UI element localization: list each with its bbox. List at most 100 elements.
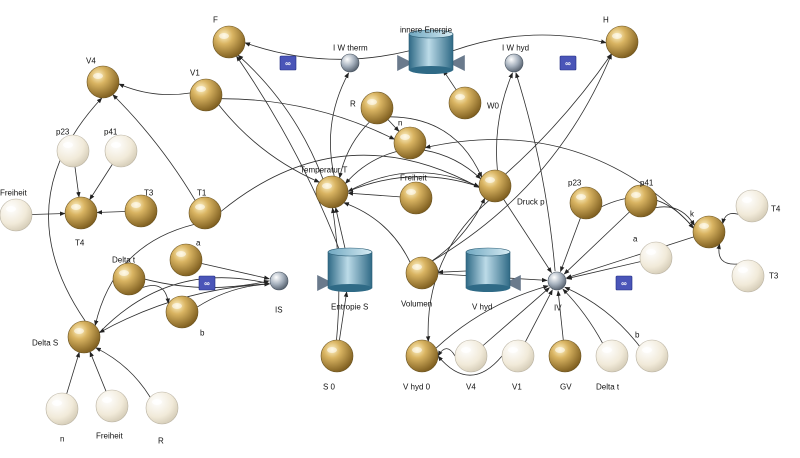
connector-R2-to-DruckP xyxy=(390,116,483,178)
infinity-icon: ∞ xyxy=(285,59,291,68)
variable-V4b[interactable] xyxy=(454,339,488,373)
variable-W0[interactable] xyxy=(448,86,482,120)
connector-deltaS-to-V4a xyxy=(48,97,103,322)
connector-TemperaturT-to-F xyxy=(237,54,324,179)
variable-TemperaturT[interactable] xyxy=(315,175,349,209)
connector-innereEnergie-to-H xyxy=(452,34,607,52)
variable-deltat1[interactable] xyxy=(112,262,146,296)
variable-label-T4a: T4 xyxy=(75,239,85,248)
variable-a2[interactable] xyxy=(639,241,673,275)
variable-label-V4a: V4 xyxy=(86,57,96,66)
variable-Freiheit1[interactable] xyxy=(0,198,33,232)
variable-T3a[interactable] xyxy=(124,194,158,228)
variable-label-deltat2: Delta t xyxy=(596,383,620,392)
valve-IV[interactable] xyxy=(547,271,567,291)
connector-deltaS-to-IS xyxy=(99,277,270,333)
connector-Volumen-to-H xyxy=(432,53,612,262)
variable-label-p23a: p23 xyxy=(56,128,70,137)
connector-W0-to-innereEnergie xyxy=(442,69,457,90)
variable-label-DruckP: Druck p xyxy=(517,198,545,207)
variable-T4b[interactable] xyxy=(735,189,769,223)
variable-p23b[interactable] xyxy=(569,186,603,220)
variable-Freiheit3[interactable] xyxy=(399,181,433,215)
connector-DruckP-to-IV xyxy=(503,199,552,274)
variable-T3b[interactable] xyxy=(731,259,765,293)
variable-label-Freiheit2: Freiheit xyxy=(96,432,123,441)
variable-deltat2[interactable] xyxy=(595,339,629,373)
variable-S0[interactable] xyxy=(320,339,354,373)
variable-H[interactable] xyxy=(605,25,639,59)
connector-DruckP-to-TemperaturT xyxy=(347,176,480,192)
connector-n2-to-DruckP xyxy=(424,149,482,180)
connector-entropieS-to-F xyxy=(236,55,341,251)
variable-b1[interactable] xyxy=(165,295,199,329)
connector-V1a-to-n2 xyxy=(221,98,395,140)
variable-T4a[interactable] xyxy=(64,196,98,230)
variable-b2[interactable] xyxy=(635,339,669,373)
variable-p41b[interactable] xyxy=(624,184,658,218)
connector-n1-to-deltaS xyxy=(66,351,80,394)
variable-label-F: F xyxy=(213,16,218,25)
stock-entropieS[interactable] xyxy=(327,247,373,292)
variable-label-p41b: p41 xyxy=(640,179,654,188)
variable-V1a[interactable] xyxy=(189,78,223,112)
variable-Volumen[interactable] xyxy=(405,256,439,290)
connector-Vhyd0-to-IV xyxy=(435,285,549,349)
connector-entropieS-to-TemperaturT xyxy=(334,207,346,249)
source-cloud-c4[interactable]: ∞ xyxy=(615,275,633,291)
variable-label-a1: a xyxy=(196,239,201,248)
variable-k[interactable] xyxy=(692,215,726,249)
source-cloud-c3[interactable]: ∞ xyxy=(198,275,216,291)
valve-label-IWtherm: I W therm xyxy=(333,44,368,53)
valve-IWtherm[interactable] xyxy=(340,53,360,73)
connector-p41b-to-IV xyxy=(563,211,630,275)
variable-Vhyd0[interactable] xyxy=(405,339,439,373)
connector-S0-to-entropieS xyxy=(339,291,349,341)
connector-V1a-to-TemperaturT xyxy=(218,104,320,183)
variable-label-Freiheit1: Freiheit xyxy=(0,189,27,198)
variable-label-Vhyd0: V hyd 0 xyxy=(403,383,431,392)
stock-label-Vhyd: V hyd xyxy=(472,303,492,312)
connector-n2-to-TemperaturT xyxy=(345,151,397,184)
connector-a1-to-IS xyxy=(201,263,270,280)
connector-Freiheit1-to-T4a xyxy=(31,211,66,216)
variable-label-S0: S 0 xyxy=(323,383,336,392)
variable-V4a[interactable] xyxy=(86,65,120,99)
connector-Freiheit3-to-TemperaturT xyxy=(347,191,401,198)
variable-p41a[interactable] xyxy=(104,134,138,168)
variable-label-V1a: V1 xyxy=(190,69,200,78)
variable-label-Volumen: Volumen xyxy=(401,300,432,309)
source-cloud-c2[interactable]: ∞ xyxy=(559,55,577,71)
variable-R1[interactable] xyxy=(145,391,179,425)
variable-DruckP[interactable] xyxy=(478,169,512,203)
variable-GV[interactable] xyxy=(548,339,582,373)
connector-R1-to-deltaS xyxy=(95,347,151,398)
variable-F[interactable] xyxy=(212,25,246,59)
valve-IWhyd[interactable] xyxy=(504,53,524,73)
variable-n2[interactable] xyxy=(393,126,427,160)
valve-IS[interactable] xyxy=(269,271,289,291)
variable-Freiheit2[interactable] xyxy=(95,389,129,423)
source-cloud-c1[interactable]: ∞ xyxy=(279,55,297,71)
connector-p41a-to-T4a xyxy=(89,164,113,201)
variable-deltaS[interactable] xyxy=(67,320,101,354)
variable-n1[interactable] xyxy=(45,392,79,426)
connector-p23b-to-IV xyxy=(560,217,581,273)
variable-p23a[interactable] xyxy=(56,134,90,168)
variable-T1[interactable] xyxy=(188,196,222,230)
connector-V4b-to-IV xyxy=(482,287,550,346)
variable-label-b2: b xyxy=(635,331,640,340)
stock-Vhyd[interactable] xyxy=(465,247,511,292)
variable-label-GV: GV xyxy=(560,383,572,392)
connector-a2-to-IV xyxy=(566,261,641,280)
stock-label-entropieS: Entropie S xyxy=(331,303,368,312)
variable-a1[interactable] xyxy=(169,243,203,277)
variable-label-V1b: V1 xyxy=(512,383,522,392)
variable-V1b[interactable] xyxy=(501,339,535,373)
connector-p41b-to-k xyxy=(655,206,695,226)
stock-innereEnergie[interactable] xyxy=(408,29,454,74)
variable-R2[interactable] xyxy=(360,91,394,125)
variable-label-deltat1: Delta t xyxy=(112,256,136,265)
connector-T4b-to-k xyxy=(721,213,739,225)
